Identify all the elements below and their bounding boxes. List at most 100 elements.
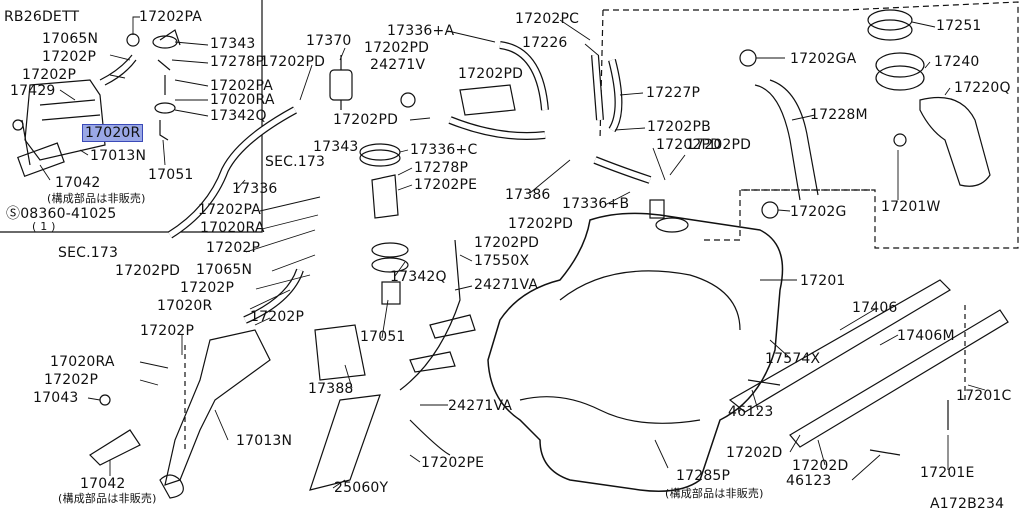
part-label-17202PB[interactable]: 17202PB [647, 119, 711, 135]
part-label-17342Q[interactable]: 17342Q [390, 269, 447, 285]
part-label-17240[interactable]: 17240 [934, 54, 980, 70]
part-label-17020RA[interactable]: 17020RA [210, 92, 275, 108]
part-label-17202PC[interactable]: 17202PC [515, 11, 580, 27]
part-label-17202PA[interactable]: 17202PA [198, 202, 262, 218]
part-label-17202PE[interactable]: 17202PE [421, 455, 485, 471]
part-label-25060Y[interactable]: 25060Y [334, 480, 389, 496]
part-label-17201W[interactable]: 17201W [881, 199, 941, 215]
engine-model-label: RB26DETT [4, 9, 80, 25]
filler-neck-17220Q [919, 96, 991, 187]
cover-25060Y [309, 394, 381, 491]
part-label-17043[interactable]: 17043 [33, 390, 79, 406]
part-label-17574X[interactable]: 17574X [765, 351, 821, 367]
part-label-17202PD[interactable]: 17202PD [458, 66, 524, 82]
part-label-17406M[interactable]: 17406M [897, 328, 955, 344]
part-label-17285P[interactable]: 17285P [676, 468, 731, 484]
part-label-17065N[interactable]: 17065N [42, 31, 99, 47]
part-label-17406[interactable]: 17406 [852, 300, 898, 316]
cap-17251 [867, 9, 913, 31]
part-label-17202P[interactable]: 17202P [140, 323, 195, 339]
part-label-17202PD[interactable]: 17202PD [260, 54, 326, 70]
part-label-17042[interactable]: 17042 [55, 175, 101, 191]
part-label-17202P[interactable]: 17202P [180, 280, 235, 296]
part-label-17013N[interactable]: 17013N [90, 148, 147, 164]
inset-pump-module [12, 29, 181, 178]
part-label-17202GA[interactable]: 17202GA [790, 51, 857, 67]
part-label-17278P[interactable]: 17278P [414, 160, 469, 176]
filter-17042-lower [89, 429, 141, 466]
part-label-17202P[interactable]: 17202P [22, 67, 77, 83]
part-label-17202D[interactable]: 17202D [792, 458, 849, 474]
part-label-17065N[interactable]: 17065N [196, 262, 253, 278]
part-label-17202P[interactable]: 17202P [206, 240, 261, 256]
part-label-17370[interactable]: 17370 [306, 33, 352, 49]
canister-17370 [329, 69, 353, 101]
part-label-17051[interactable]: 17051 [360, 329, 406, 345]
part-label-17202PA[interactable]: 17202PA [210, 78, 274, 94]
pump-module-center [371, 174, 399, 219]
part-label-17051[interactable]: 17051 [148, 167, 194, 183]
part-label-24271V[interactable]: 24271V [370, 57, 426, 73]
part-label-17202PD[interactable]: 17202PD [333, 112, 399, 128]
inset-border [0, 0, 263, 233]
part-label-17202P[interactable]: 17202P [42, 49, 97, 65]
part-label-17227P[interactable]: 17227P [646, 85, 701, 101]
part-label-17202PE[interactable]: 17202PE [414, 177, 478, 193]
part-label-17013N[interactable]: 17013N [236, 433, 293, 449]
part-label-17388[interactable]: 17388 [308, 381, 354, 397]
part-label-17202PA[interactable]: 17202PA [139, 9, 203, 25]
part-label-17020RA[interactable]: 17020RA [200, 220, 265, 236]
part-label-17202G[interactable]: 17202G [790, 204, 847, 220]
part-label-46123[interactable]: 46123 [786, 473, 832, 489]
part-label-17202PD[interactable]: 17202PD [474, 235, 540, 251]
part-label-17251[interactable]: 17251 [936, 18, 982, 34]
part-label-17201E[interactable]: 17201E [920, 465, 975, 481]
part-label-17343[interactable]: 17343 [210, 36, 256, 52]
part-label-17336[interactable]: 17336 [232, 181, 278, 197]
part-label-17202PD[interactable]: 17202PD [508, 216, 574, 232]
part-label-17386[interactable]: 17386 [505, 187, 551, 203]
part-label-17201C[interactable]: 17201C [956, 388, 1012, 404]
fuel-tank-17201 [487, 212, 784, 492]
part-label-17202P[interactable]: 17202P [250, 309, 305, 325]
part-label-17020R[interactable]: 17020R [157, 298, 213, 314]
part-label-17020RA[interactable]: 17020RA [50, 354, 115, 370]
part-label-24271VA[interactable]: 24271VA [474, 277, 539, 293]
part-label-46123[interactable]: 46123 [728, 404, 774, 420]
part-label-24271VA[interactable]: 24271VA [448, 398, 513, 414]
part-label-17202PD[interactable]: 17202PD [364, 40, 430, 56]
section-ref-sec173[interactable]: SEC.173 [58, 245, 119, 261]
part-label-17343[interactable]: 17343 [313, 139, 359, 155]
dashed-group-right [603, 1, 1019, 249]
part-label-17202P[interactable]: 17202P [44, 372, 99, 388]
part-label-17336C[interactable]: 17336+C [410, 142, 478, 158]
part-label-17042[interactable]: 17042 [80, 476, 126, 492]
part-label-17342Q[interactable]: 17342Q [210, 108, 267, 124]
part-label-17550X[interactable]: 17550X [474, 253, 530, 269]
part-label-17202PD[interactable]: 17202PD [686, 137, 752, 153]
part-label-17228M[interactable]: 17228M [810, 107, 868, 123]
part-label-17202PD[interactable]: 17202PD [115, 263, 181, 279]
bolt-qty: ( 1 ) [32, 220, 56, 233]
bolt-part-label[interactable]: Ⓢ08360-41025 [6, 206, 117, 222]
part-label-17278P[interactable]: 17278P [210, 54, 265, 70]
section-ref-sec173[interactable]: SEC.173 [265, 154, 326, 170]
part-label-17202D[interactable]: 17202D [726, 445, 783, 461]
diagram-code: A172B234 [930, 496, 1005, 512]
note-not-sold: (構成部品は非販売) [58, 492, 157, 505]
part-label-17201[interactable]: 17201 [800, 273, 846, 289]
filler-hose-17228M [754, 79, 819, 201]
part-label-17336B[interactable]: 17336+B [562, 196, 630, 212]
boot-17240 [875, 52, 925, 78]
part-label-17429[interactable]: 17429 [10, 83, 56, 99]
part-label-17226[interactable]: 17226 [522, 35, 568, 51]
part-label-17020R-highlighted[interactable]: 17020R [81, 124, 144, 142]
strap-17406M [789, 309, 1009, 448]
part-label-17220Q[interactable]: 17220Q [954, 80, 1011, 96]
bracket-17388 [314, 324, 366, 381]
plate-24271V [459, 84, 516, 116]
part-label-17336A[interactable]: 17336+A [387, 23, 455, 39]
part-label-17202PD[interactable]: 17202PD [656, 137, 722, 153]
